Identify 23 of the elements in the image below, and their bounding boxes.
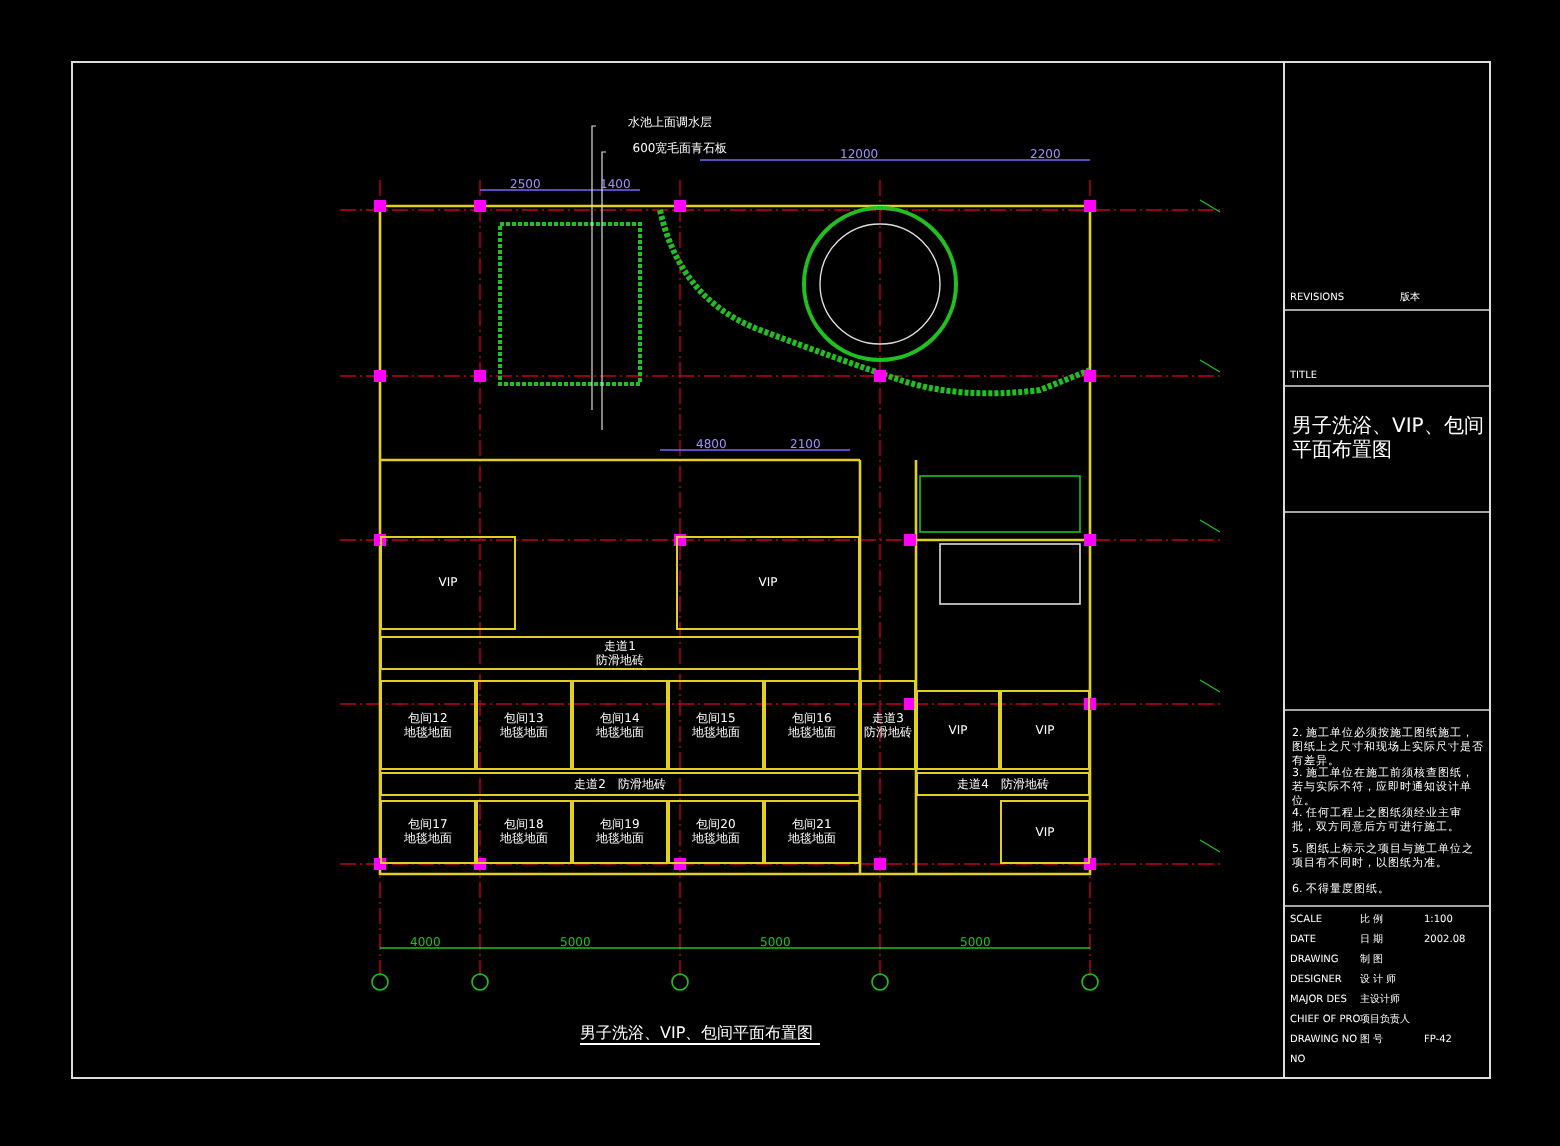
- room-outline: [860, 680, 916, 770]
- room-outline: [668, 680, 764, 770]
- room-outline: [380, 800, 476, 864]
- room-outline: [676, 536, 860, 630]
- room-outline: [380, 536, 516, 630]
- room-outline: [476, 800, 572, 864]
- leader-line: [601, 151, 607, 431]
- leader-line: [591, 125, 597, 411]
- room-outline: [572, 680, 668, 770]
- room-outline: [380, 680, 476, 770]
- room-outline: [916, 772, 1090, 796]
- room-outline: [764, 680, 860, 770]
- room-outline: [764, 800, 860, 864]
- room-outline: [476, 680, 572, 770]
- room-outline: [1000, 800, 1090, 864]
- drawing-title: 男子洗浴、VIP、包间平面布置图: [1292, 416, 1484, 462]
- drawing-title: 男子洗浴、VIP、包间平面布置图: [580, 1024, 814, 1042]
- room-outline: [380, 772, 860, 796]
- room-outline: [380, 636, 860, 670]
- room-outline: [916, 690, 1000, 770]
- room-outline: [1000, 690, 1090, 770]
- room-outline: [572, 800, 668, 864]
- room-outline: [668, 800, 764, 864]
